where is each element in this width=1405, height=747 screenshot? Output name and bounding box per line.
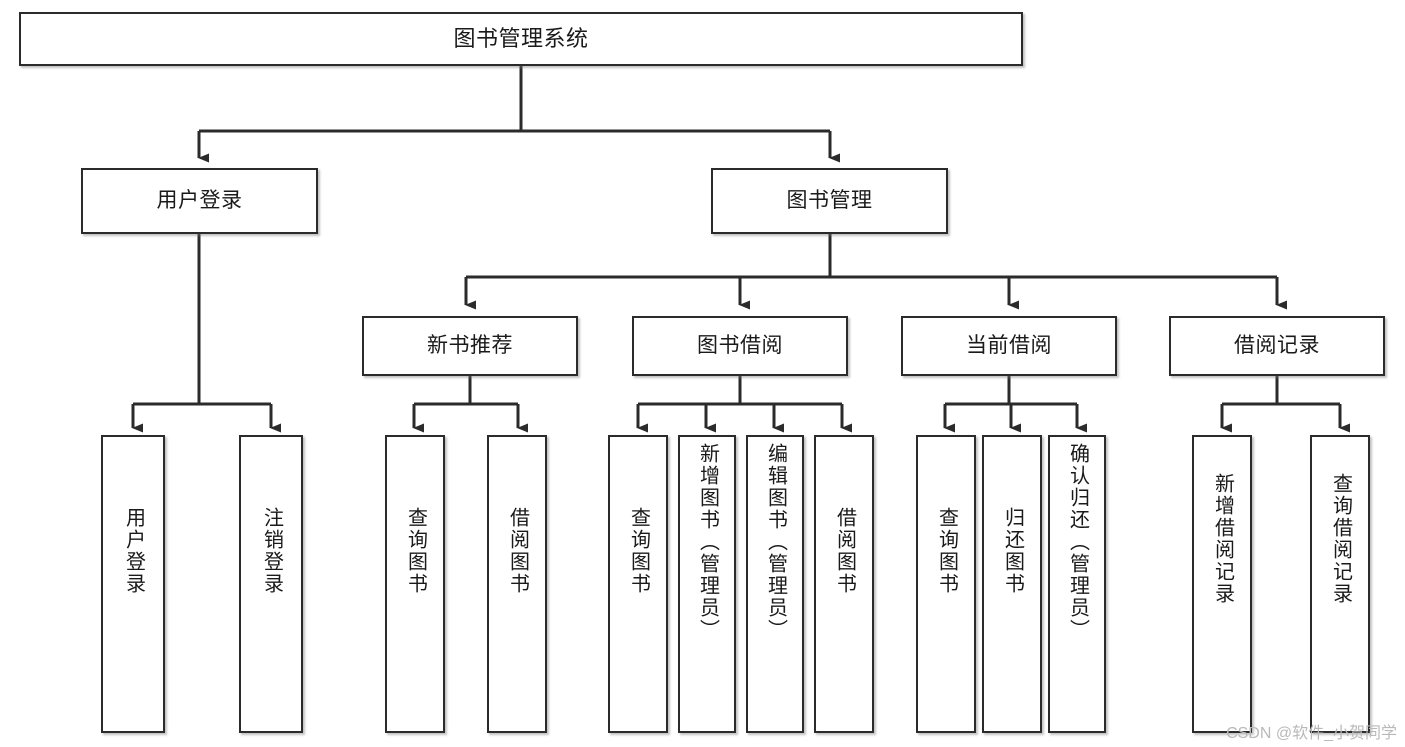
edge-group-new-book-rec xyxy=(412,376,528,433)
node-current-borrow[interactable]: 当前借阅 xyxy=(901,316,1117,376)
node-leaf-logout[interactable]: 注销登录 xyxy=(239,435,303,733)
node-leaf-borrow-book-2-label: 借阅图书 xyxy=(833,507,856,595)
node-book-manage-label: 图书管理 xyxy=(786,188,873,212)
node-leaf-confirm-return[interactable]: 确认归还（管理员） xyxy=(1048,435,1106,733)
node-leaf-borrow-book-2[interactable]: 借阅图书 xyxy=(814,435,874,733)
node-leaf-borrow-book-1[interactable]: 借阅图书 xyxy=(487,435,547,733)
node-user-login-label: 用户登录 xyxy=(156,188,243,212)
node-leaf-logout-label: 注销登录 xyxy=(260,507,283,595)
node-leaf-borrow-book-1-label: 借阅图书 xyxy=(506,507,529,595)
node-leaf-query-record[interactable]: 查询借阅记录 xyxy=(1310,435,1370,733)
edge-group-current-borrow xyxy=(943,376,1087,433)
node-leaf-add-book[interactable]: 新增图书（管理员） xyxy=(678,435,736,733)
edge-group-borrow-record xyxy=(1220,376,1350,433)
node-current-borrow-label: 当前借阅 xyxy=(966,333,1052,357)
edge-group-root xyxy=(197,66,840,163)
node-leaf-add-record[interactable]: 新增借阅记录 xyxy=(1192,435,1252,733)
node-book-manage[interactable]: 图书管理 xyxy=(711,168,948,234)
node-leaf-user-login-label: 用户登录 xyxy=(122,507,145,595)
node-root-label: 图书管理系统 xyxy=(453,26,589,52)
node-leaf-add-book-label: 新增图书（管理员） xyxy=(696,443,719,641)
node-new-book-rec[interactable]: 新书推荐 xyxy=(362,316,578,376)
node-book-borrow[interactable]: 图书借阅 xyxy=(632,316,848,376)
node-leaf-edit-book-label: 编辑图书（管理员） xyxy=(764,443,787,641)
node-leaf-query-book-1-label: 查询图书 xyxy=(404,507,427,595)
node-leaf-query-record-label: 查询借阅记录 xyxy=(1329,473,1352,605)
edge-group-user-login xyxy=(131,234,281,433)
node-leaf-add-record-label: 新增借阅记录 xyxy=(1211,473,1234,605)
node-book-borrow-label: 图书借阅 xyxy=(697,333,783,357)
node-leaf-query-book-2-label: 查询图书 xyxy=(627,507,650,595)
node-borrow-record[interactable]: 借阅记录 xyxy=(1169,316,1385,376)
node-root[interactable]: 图书管理系统 xyxy=(19,12,1023,66)
node-user-login[interactable]: 用户登录 xyxy=(81,168,318,234)
node-new-book-rec-label: 新书推荐 xyxy=(427,333,513,357)
node-leaf-confirm-return-label: 确认归还（管理员） xyxy=(1066,443,1089,641)
node-leaf-user-login[interactable]: 用户登录 xyxy=(101,435,165,733)
node-leaf-return-book[interactable]: 归还图书 xyxy=(982,435,1042,733)
node-leaf-query-book-3[interactable]: 查询图书 xyxy=(916,435,976,733)
edge-group-book-manage xyxy=(464,234,1287,310)
node-leaf-query-book-3-label: 查询图书 xyxy=(935,507,958,595)
node-leaf-return-book-label: 归还图书 xyxy=(1001,507,1024,595)
edge-group-book-borrow xyxy=(636,376,852,433)
node-leaf-query-book-2[interactable]: 查询图书 xyxy=(608,435,668,733)
node-leaf-edit-book[interactable]: 编辑图书（管理员） xyxy=(746,435,804,733)
node-borrow-record-label: 借阅记录 xyxy=(1234,333,1320,357)
node-leaf-query-book-1[interactable]: 查询图书 xyxy=(385,435,445,733)
